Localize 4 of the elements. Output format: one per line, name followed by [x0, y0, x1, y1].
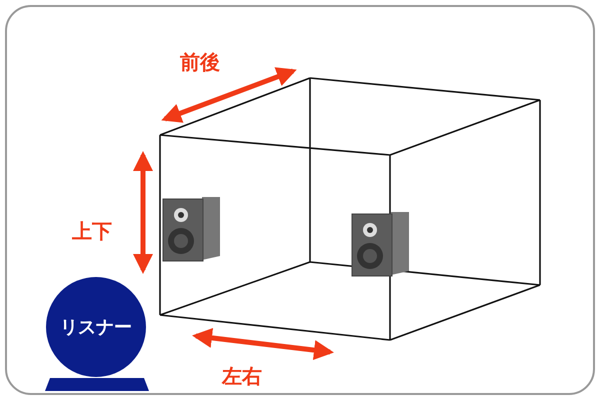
listener-label: リスナー	[60, 316, 132, 339]
direction-label: 前後	[180, 52, 220, 72]
direction-label: 上下	[72, 221, 112, 241]
direction-label: 左右	[222, 366, 262, 386]
